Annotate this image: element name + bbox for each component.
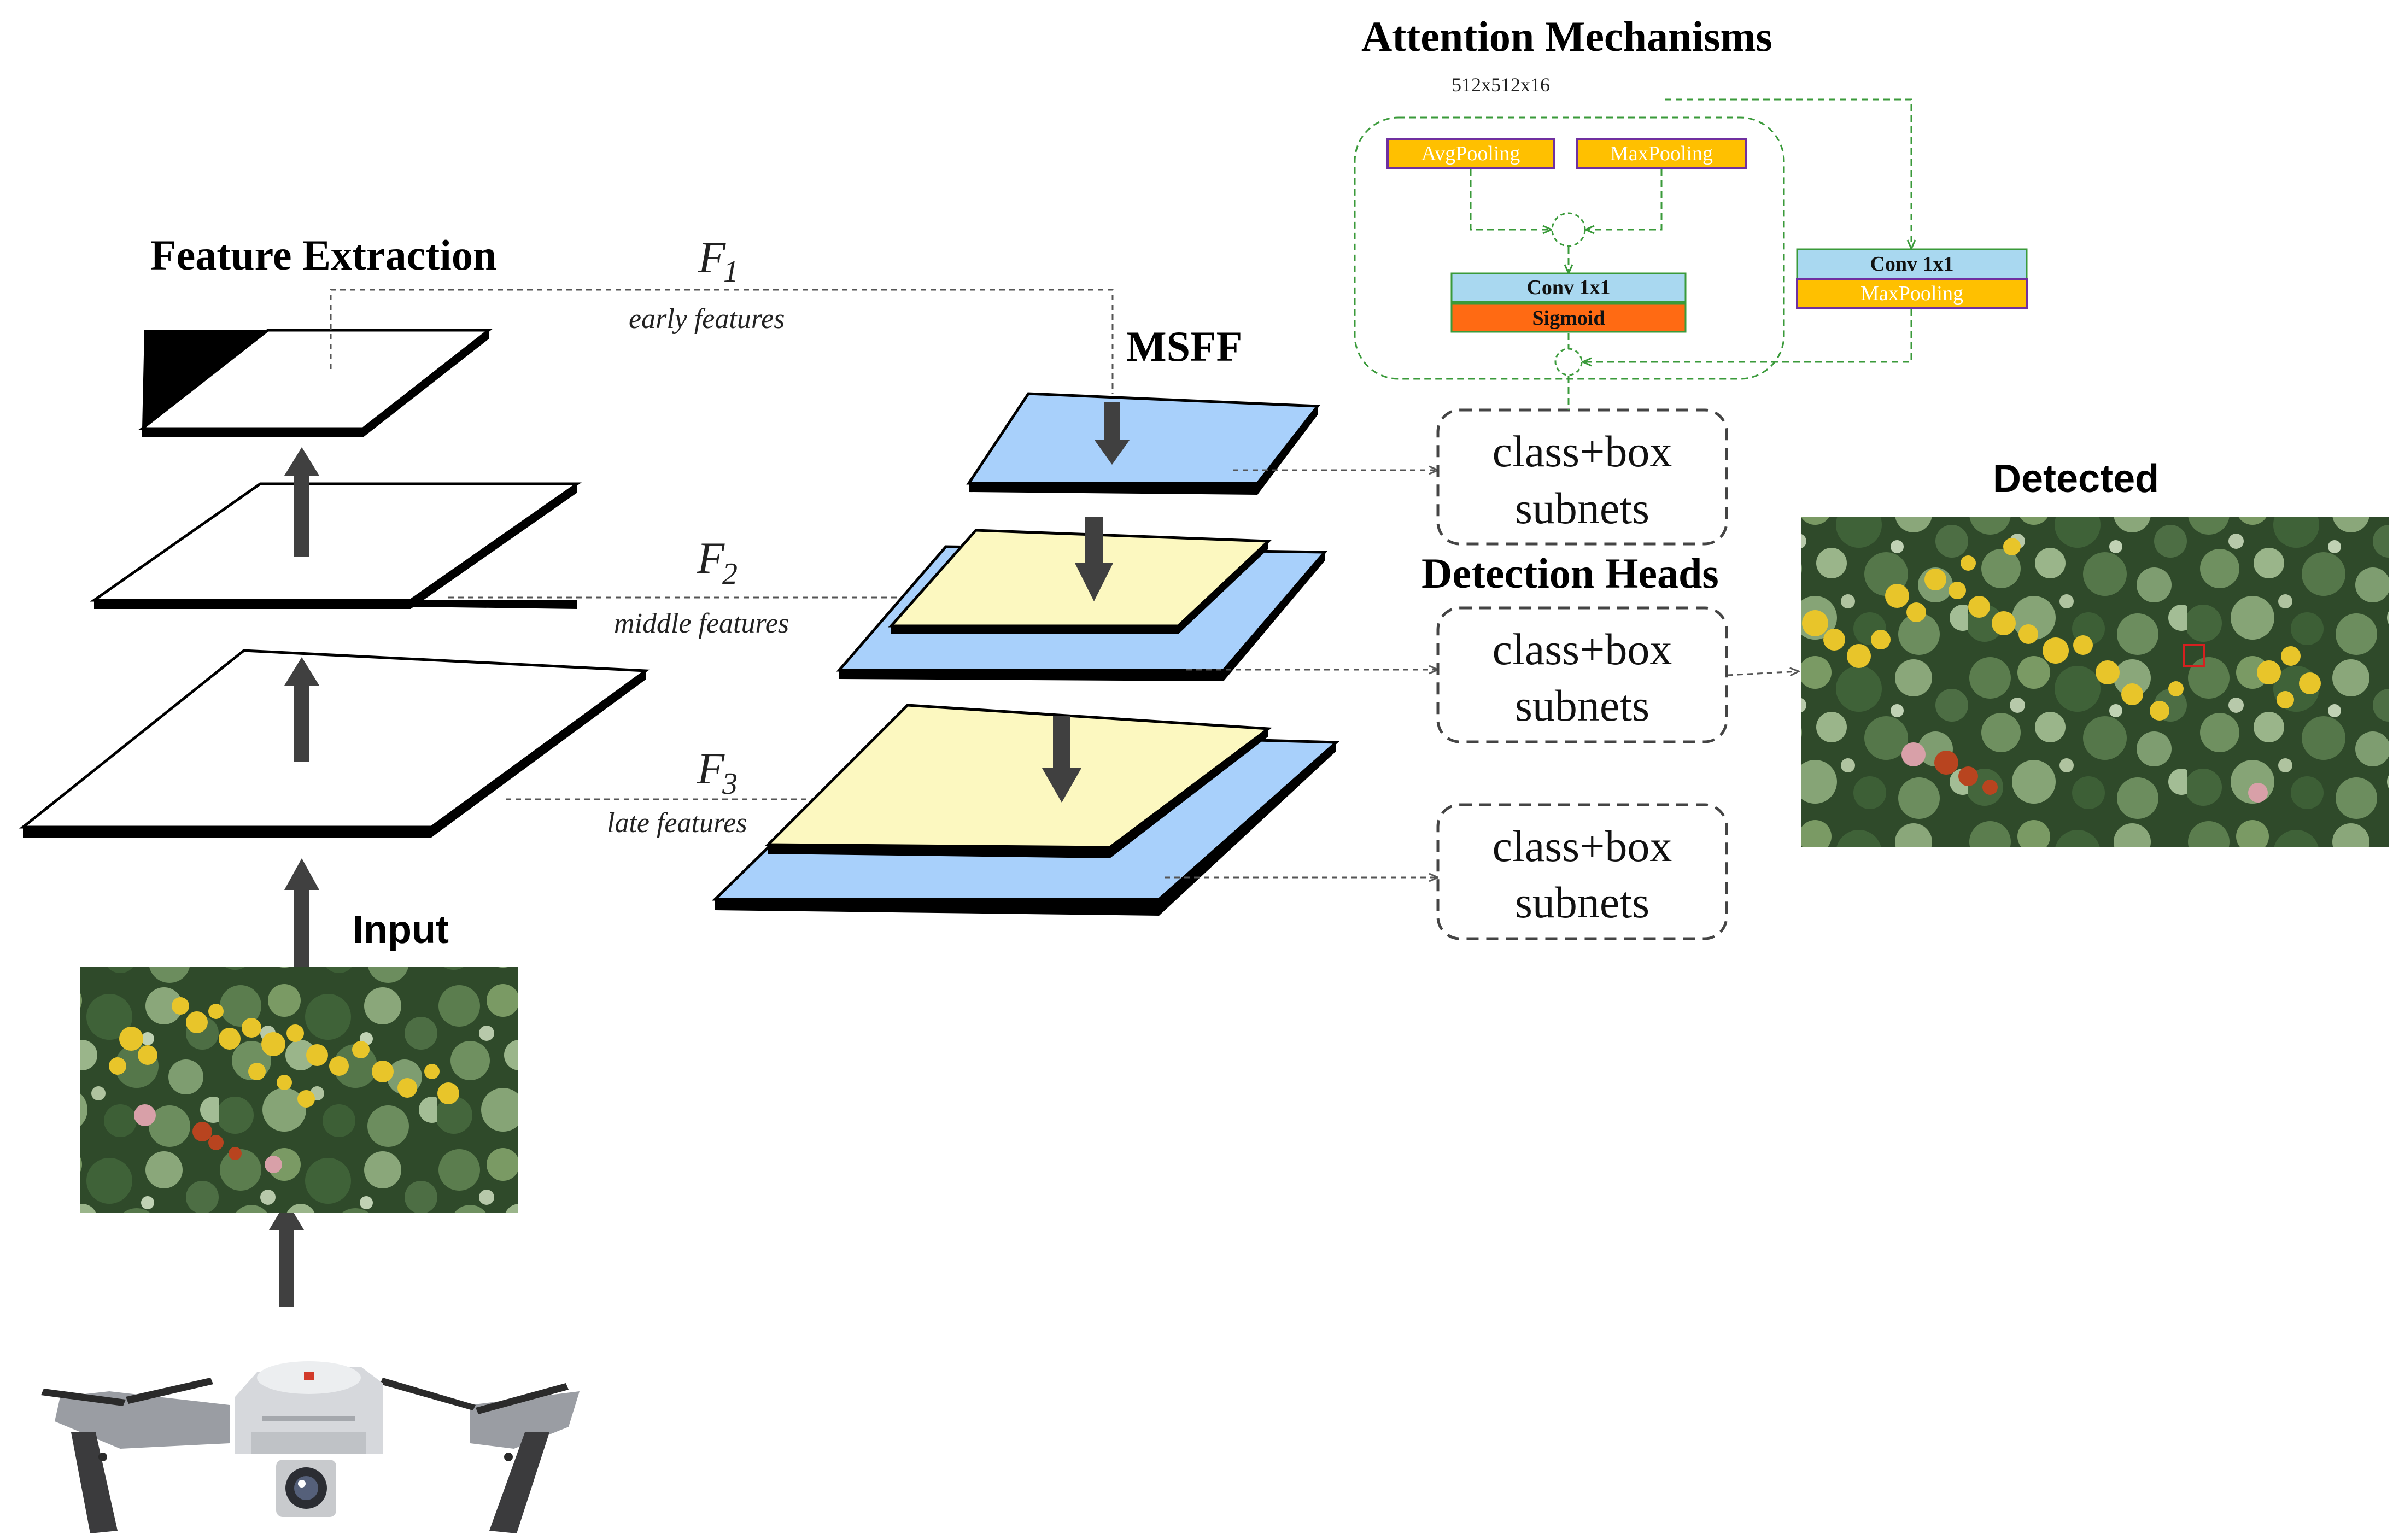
max-to-combine [1585,169,1663,230]
msff-down-arrow-2 [1075,517,1113,601]
f2-caption: middle features [614,608,789,639]
sigmoid-box: Sigmoid [1450,302,1687,333]
feature-extraction-title: Feature Extraction [150,231,496,279]
msff-down-arrow-1 [1095,402,1130,465]
dimension-to-right-branch [1665,98,1911,249]
svg-text:F: F [697,743,725,793]
drone-icon [41,1361,580,1533]
f3-caption: late features [607,807,747,839]
up-arrow-2 [284,657,319,762]
head-2-line-2: subnets [1515,681,1649,730]
f1-connector [330,289,1114,394]
msff-blue-layer-1 [966,392,1320,495]
head-3-line-2: subnets [1515,877,1649,927]
avg-pooling-label: AvgPooling [1421,142,1520,165]
right-branch-to-multiply [1583,309,1912,362]
svg-text:F: F [697,533,725,583]
sigmoid-label: Sigmoid [1532,307,1605,330]
f3-subscript: 3 [722,767,738,801]
svg-text:F: F [698,232,726,282]
feature-plate-2 [90,482,582,609]
f1-subscript: 1 [723,255,739,289]
up-arrow-1 [284,447,319,557]
f2-symbol: F [697,533,725,583]
f1-label-group: F 1 early features [629,232,785,335]
head-2-line-1: class+box [1493,624,1672,674]
max-pooling-right-label: MaxPooling [1860,282,1963,305]
f3-symbol: F [697,743,725,793]
attention-title: Attention Mechanisms [1361,13,1772,60]
f2-label-group: F 2 middle features [614,533,789,639]
up-arrow-5 [269,1201,304,1302]
f1-caption: early features [629,303,785,335]
msff-yellow-layer-2 [888,529,1272,634]
input-image [80,967,518,1213]
f1-symbol: F [698,232,726,282]
detection-head-1: class+box subnets [1436,408,1728,546]
msff-yellow-layer-3 [765,704,1272,858]
head-to-detected [1727,671,1799,675]
conv-left-label: Conv 1x1 [1526,276,1610,299]
feature-plate-1 [138,329,493,437]
head-1-line-1: class+box [1493,426,1672,476]
max-pooling-right-box: MaxPooling [1796,278,2028,309]
f2-subscript: 2 [722,557,738,591]
up-arrow-3 [284,858,319,967]
detected-image [1801,517,2389,847]
conv-left-box: Conv 1x1 [1450,272,1687,303]
multiply-node [1554,348,1583,376]
head-1-line-2: subnets [1515,483,1649,533]
detected-bounding-box [2183,644,2205,667]
head-3-line-1: class+box [1493,821,1672,871]
feature-plate-3 [19,649,650,838]
attention-dimension: 512x512x16 [1452,74,1550,96]
avg-to-combine [1470,169,1552,230]
combine-node [1551,212,1586,247]
detection-head-3: class+box subnets [1436,803,1728,940]
conv-right-box: Conv 1x1 [1796,248,2028,280]
msff-down-arrow-3 [1042,716,1081,803]
detected-title: Detected [1993,457,2159,501]
avg-pooling-box: AvgPooling [1386,138,1555,169]
f3-label-group: F 3 late features [607,743,747,839]
input-title: Input [353,908,449,952]
detection-heads-title: Detection Heads [1421,549,1719,597]
conv-right-label: Conv 1x1 [1870,253,1953,276]
detection-head-2: class+box subnets [1436,606,1728,743]
max-pooling-label: MaxPooling [1610,142,1713,165]
msff-title: MSFF [1126,323,1242,370]
max-pooling-box: MaxPooling [1576,138,1747,169]
